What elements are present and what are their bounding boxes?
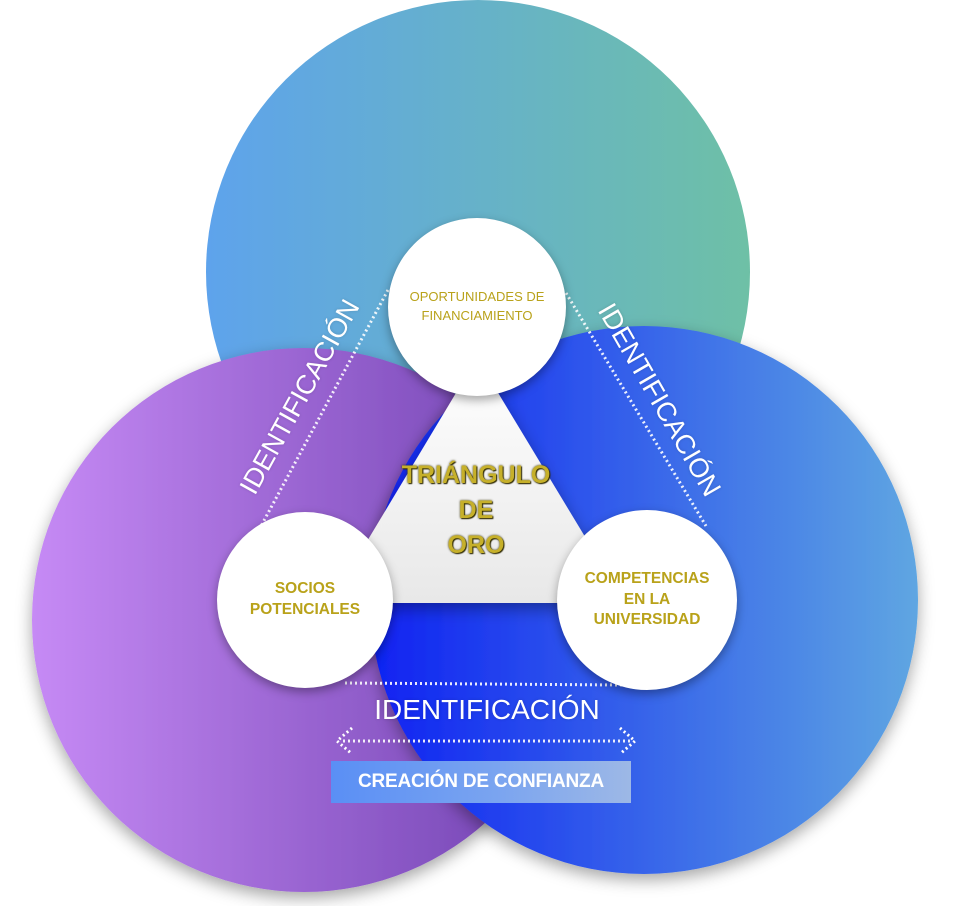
arrow-head-left-icon — [334, 726, 353, 756]
node-potential-partners-label: SOCIOS POTENCIALES — [249, 580, 361, 618]
node-funding-opportunities: OPORTUNIDADES DE FINANCIAMIENTO — [388, 218, 566, 396]
center-title-line-1: TRIÁNGULO — [401, 461, 551, 489]
node-university-competencies: COMPETENCIAS EN LA UNIVERSIDAD — [557, 510, 737, 690]
node-university-competencies-label: COMPETENCIAS EN LA UNIVERSIDAD — [584, 569, 710, 629]
dotted-line-left — [258, 289, 390, 529]
arrow-head-right-icon — [619, 726, 638, 756]
identification-label-bottom: IDENTIFICACIÓN — [374, 694, 600, 725]
node-funding-opportunities-label: OPORTUNIDADES DE FINANCIAMIENTO — [409, 289, 545, 323]
center-title: TRIÁNGULO DE ORO — [388, 458, 564, 563]
center-title-line-2: DE — [458, 496, 494, 524]
dotted-line-bottom — [344, 681, 623, 687]
dotted-line-right — [564, 292, 708, 527]
center-title-line-3: ORO — [447, 531, 505, 559]
node-potential-partners: SOCIOS POTENCIALES — [217, 512, 393, 688]
trust-building-box: CREACIÓN DE CONFIANZA — [331, 761, 631, 803]
trust-building-label: CREACIÓN DE CONFIANZA — [358, 771, 604, 792]
center-triangle — [330, 358, 625, 603]
